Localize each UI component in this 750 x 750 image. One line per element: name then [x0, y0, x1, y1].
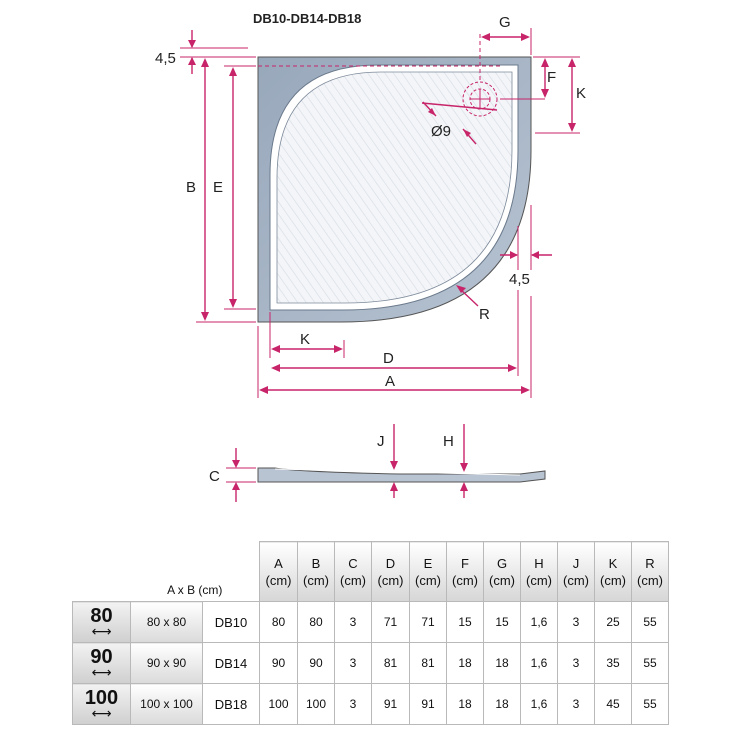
- model-cell: DB10: [202, 601, 260, 643]
- value-cell: 81: [409, 642, 447, 684]
- value-cell: 45: [594, 683, 632, 725]
- f-label: F: [547, 69, 556, 86]
- value-cell: 1,6: [520, 683, 558, 725]
- table-row: 100⟷ 100 x 100 DB18 100 100 3 91 91 18 1…: [72, 683, 669, 725]
- k-bottom-label: K: [300, 331, 310, 348]
- table-row: 90⟷ 90 x 90 DB14 90 90 3 81 81 18 18 1,6…: [72, 642, 669, 684]
- double-arrow-icon: ⟷: [91, 623, 112, 639]
- value-cell: 91: [409, 683, 447, 725]
- value-cell: 3: [557, 683, 595, 725]
- value-cell: 100: [259, 683, 298, 725]
- model-cell: DB14: [202, 642, 260, 684]
- column-header-c: C(cm): [334, 541, 372, 602]
- value-cell: 71: [409, 601, 447, 643]
- value-cell: 3: [557, 601, 595, 643]
- value-cell: 18: [446, 683, 484, 725]
- k-right-label: K: [576, 85, 586, 102]
- size-badge: 100⟷: [72, 683, 131, 725]
- table-row: 80⟷ 80 x 80 DB10 80 80 3 71 71 15 15 1,6…: [72, 601, 669, 643]
- c-label: C: [209, 468, 220, 485]
- column-header-b: B(cm): [297, 541, 335, 602]
- value-cell: 100: [297, 683, 335, 725]
- column-header-f: F(cm): [446, 541, 484, 602]
- double-arrow-icon: ⟷: [91, 664, 112, 680]
- value-cell: 3: [334, 642, 372, 684]
- column-header-g: G(cm): [483, 541, 521, 602]
- value-cell: 80: [259, 601, 298, 643]
- axb-header: A x B (cm): [167, 583, 223, 597]
- model-cell: DB18: [202, 683, 260, 725]
- value-cell: 91: [371, 683, 410, 725]
- right-offset-label: 4,5: [509, 271, 530, 288]
- value-cell: 35: [594, 642, 632, 684]
- shower-tray-diagram: DB10-DB14-DB18 Ø9 4,5 B E G: [155, 11, 586, 502]
- value-cell: 18: [483, 683, 521, 725]
- column-header-h: H(cm): [520, 541, 558, 602]
- h-label: H: [443, 433, 454, 450]
- table-corner-blank: [73, 542, 131, 602]
- value-cell: 55: [631, 601, 669, 643]
- axb-cell: 90 x 90: [130, 642, 203, 684]
- value-cell: 25: [594, 601, 632, 643]
- value-cell: 90: [297, 642, 335, 684]
- column-header-a: A(cm): [259, 541, 298, 602]
- value-cell: 18: [446, 642, 484, 684]
- column-header-d: D(cm): [371, 541, 410, 602]
- value-cell: 90: [259, 642, 298, 684]
- g-label: G: [499, 14, 511, 31]
- dimensions-table: A x B (cm) A(cm) B(cm) C(cm) D(cm) E(cm)…: [72, 541, 669, 725]
- column-header-k: K(cm): [594, 541, 632, 602]
- value-cell: 3: [557, 642, 595, 684]
- b-label: B: [186, 179, 196, 196]
- value-cell: 1,6: [520, 642, 558, 684]
- double-arrow-icon: ⟷: [91, 705, 112, 721]
- value-cell: 15: [446, 601, 484, 643]
- value-cell: 18: [483, 642, 521, 684]
- value-cell: 3: [334, 601, 372, 643]
- r-label: R: [479, 306, 490, 323]
- diagram-title: DB10-DB14-DB18: [253, 11, 361, 26]
- size-badge: 90⟷: [72, 642, 131, 684]
- d-label: D: [383, 350, 394, 367]
- value-cell: 55: [631, 642, 669, 684]
- axb-cell: 80 x 80: [130, 601, 203, 643]
- table-header-row: A x B (cm) A(cm) B(cm) C(cm) D(cm) E(cm)…: [73, 541, 669, 602]
- diameter-label: Ø9: [431, 123, 451, 140]
- tray-basin: [276, 71, 513, 304]
- e-label: E: [213, 179, 223, 196]
- diameter-leader: [421, 102, 498, 111]
- value-cell: 15: [483, 601, 521, 643]
- column-header-r: R(cm): [631, 541, 669, 602]
- value-cell: 80: [297, 601, 335, 643]
- column-header-e: E(cm): [409, 541, 447, 602]
- value-cell: 1,6: [520, 601, 558, 643]
- size-badge: 80⟷: [72, 601, 131, 643]
- value-cell: 81: [371, 642, 410, 684]
- column-header-j: J(cm): [557, 541, 595, 602]
- a-label: A: [385, 373, 395, 390]
- value-cell: 71: [371, 601, 410, 643]
- value-cell: 55: [631, 683, 669, 725]
- value-cell: 3: [334, 683, 372, 725]
- j-label: J: [377, 433, 385, 450]
- axb-cell: 100 x 100: [130, 683, 203, 725]
- top-offset-label: 4,5: [155, 50, 176, 67]
